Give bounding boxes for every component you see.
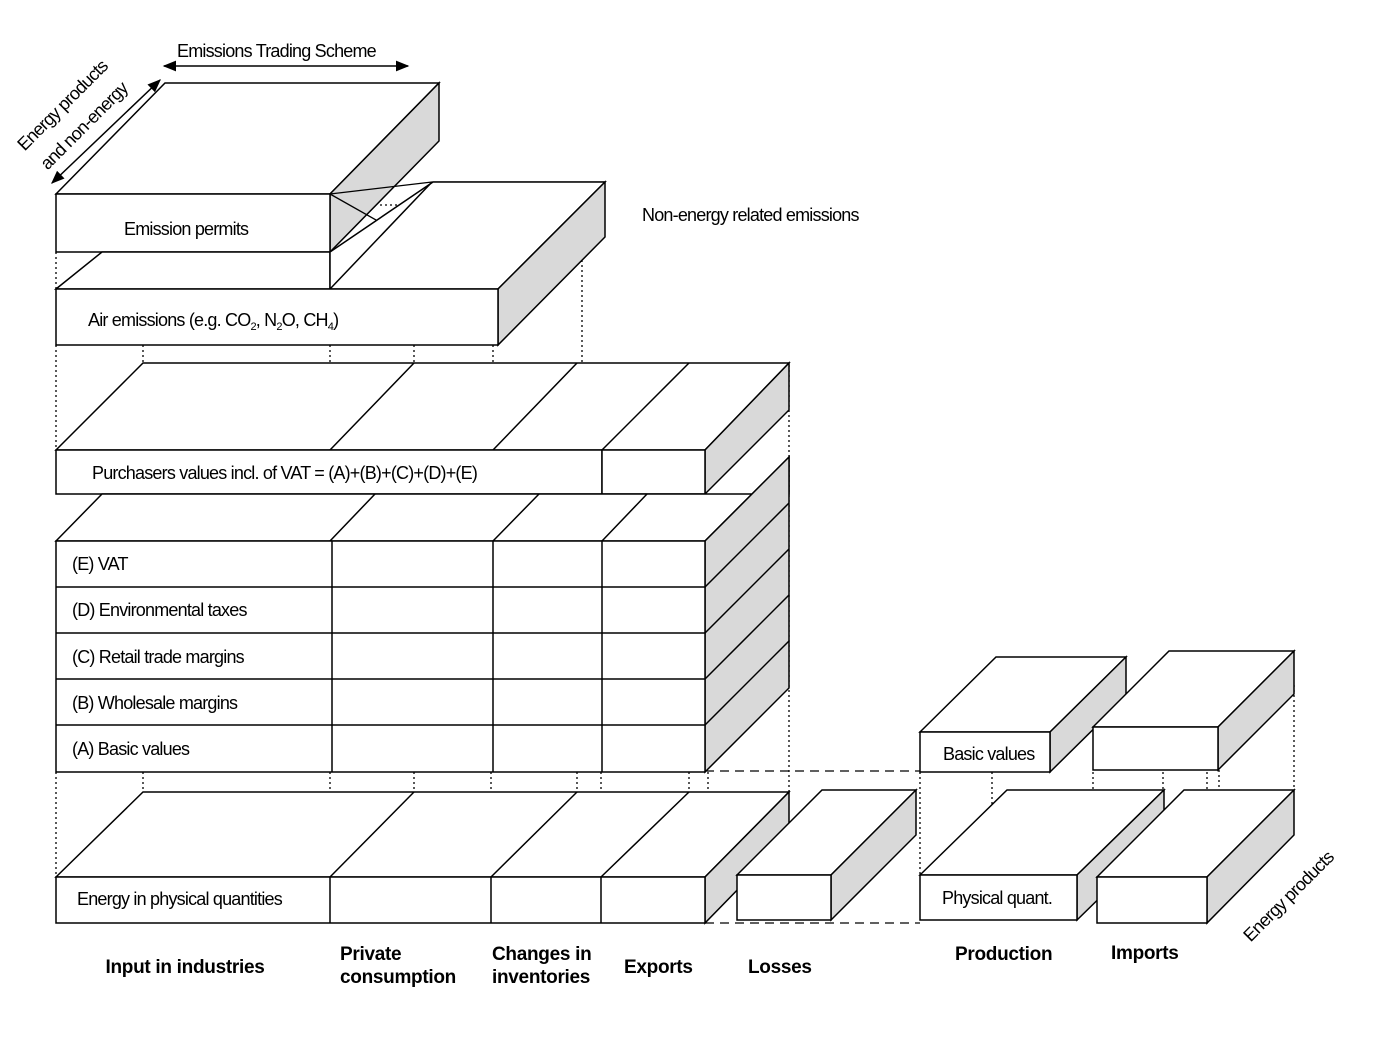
- input-industries-text: Input in industries: [105, 957, 265, 978]
- n2o-subscript: 2: [276, 321, 282, 333]
- column-private-consumption: Private consumption: [340, 943, 456, 989]
- column-imports: Imports: [1111, 942, 1179, 965]
- inventories-line2: inventories: [492, 967, 591, 988]
- exports-text: Exports: [624, 957, 693, 978]
- air-emissions-mid2: O, CH: [281, 310, 329, 330]
- retail-margins-label: (C) Retail trade margins: [72, 647, 245, 667]
- air-emissions-suffix: ): [333, 310, 339, 330]
- wholesale-margins-label: (B) Wholesale margins: [72, 693, 238, 713]
- supply-physical-label: Physical quant.: [942, 888, 1053, 908]
- environmental-taxes-label: (D) Environmental taxes: [72, 600, 247, 620]
- ch4-subscript: 4: [327, 321, 334, 333]
- private-line1: Private: [340, 944, 402, 965]
- inventories-line1: Changes in: [492, 944, 592, 965]
- supply-basic-values-label: Basic values: [943, 744, 1035, 764]
- emissions-trading-axis-label: Emissions Trading Scheme: [177, 41, 377, 61]
- column-losses: Losses: [748, 956, 812, 979]
- air-emissions-mid1: , N: [255, 310, 277, 330]
- non-energy-emissions-label: Non-energy related emissions: [642, 205, 860, 225]
- column-input-industries: Input in industries: [60, 956, 310, 979]
- production-text: Production: [955, 944, 1053, 965]
- purchasers-values-label: Purchasers values incl. of VAT = (A)+(B)…: [92, 463, 478, 483]
- losses-text: Losses: [748, 957, 812, 978]
- column-production: Production: [955, 943, 1053, 966]
- column-changes-inventories: Changes in inventories: [492, 943, 592, 989]
- vat-label: (E) VAT: [72, 554, 129, 574]
- emission-permits-label: Emission permits: [124, 219, 249, 239]
- imports-text: Imports: [1111, 943, 1179, 964]
- private-line2: consumption: [340, 967, 456, 988]
- co2-subscript: 2: [250, 321, 256, 333]
- energy-physical-label: Energy in physical quantities: [77, 889, 283, 909]
- air-emissions-label: Air emissions (e.g. CO2, N2O, CH4): [88, 310, 339, 333]
- basic-values-label: (A) Basic values: [72, 739, 190, 759]
- column-exports: Exports: [624, 956, 693, 979]
- air-emissions-prefix: Air emissions (e.g. CO: [88, 310, 251, 330]
